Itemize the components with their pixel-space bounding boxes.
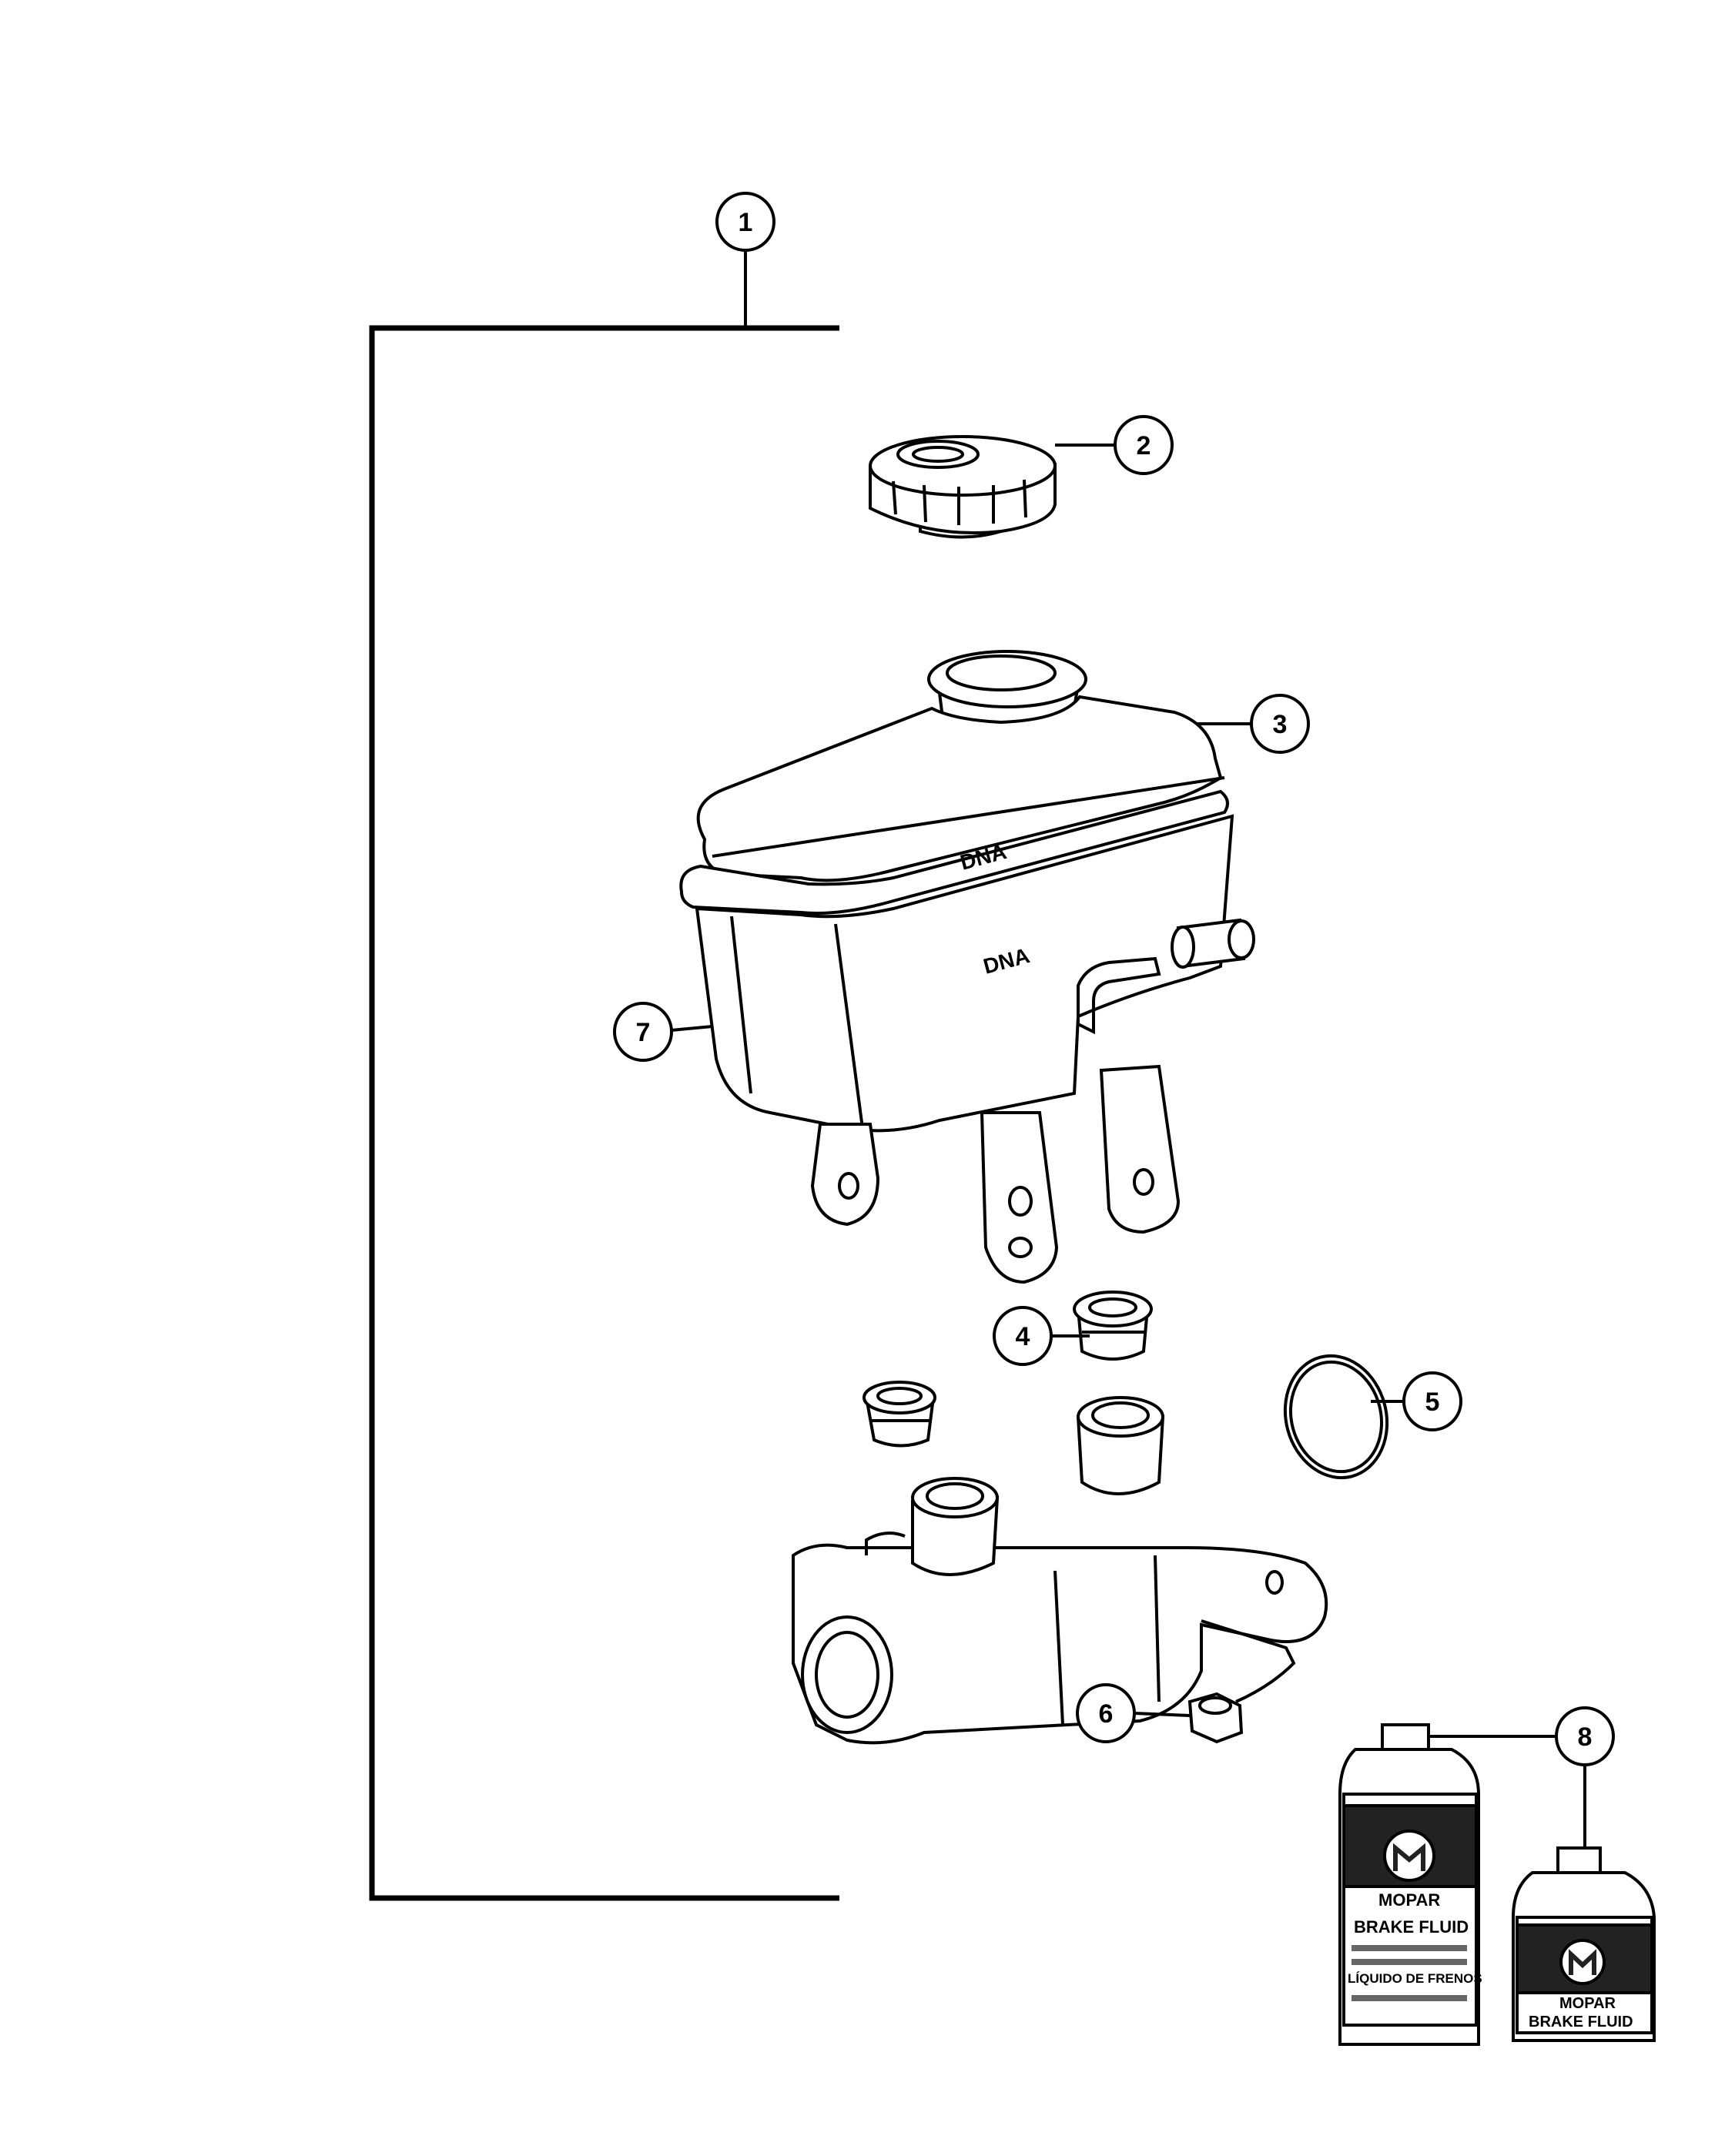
reservoir-grommets	[862, 1291, 1153, 1448]
callout-6: 6	[1076, 1683, 1136, 1743]
callout-8: 8	[1555, 1706, 1615, 1766]
callout-6-number: 6	[1099, 1699, 1114, 1729]
callout-4: 4	[993, 1306, 1053, 1366]
callout-3-number: 3	[1273, 710, 1288, 739]
o-ring	[1283, 1354, 1389, 1480]
callout-1-number: 1	[739, 208, 753, 237]
mounting-nut	[1187, 1619, 1296, 1744]
callout-5: 5	[1402, 1371, 1462, 1431]
brake-fluid-reservoir	[679, 650, 1255, 1284]
callout-8-number: 8	[1578, 1722, 1593, 1752]
callout-4-number: 4	[1016, 1322, 1030, 1351]
brake-fluid-bottle-large	[1338, 1723, 1480, 2046]
small-bottle-brand: MOPAR	[1559, 1995, 1616, 2012]
callout-7: 7	[613, 1002, 673, 1062]
assembly-bracket	[369, 325, 839, 1901]
brake-fluid-bottle-small	[1512, 1846, 1656, 2042]
callout-2-number: 2	[1137, 431, 1151, 460]
reservoir-cap	[869, 435, 1057, 539]
large-bottle-label-1: BRAKE FLUID	[1354, 1917, 1469, 1937]
callout-3: 3	[1250, 694, 1310, 754]
large-bottle-brand: MOPAR	[1378, 1890, 1440, 1910]
callout-2: 2	[1114, 415, 1174, 475]
callout-7-leader	[671, 1025, 713, 1032]
callout-7-number: 7	[636, 1018, 651, 1047]
small-bottle-label-1: BRAKE FLUID	[1529, 2014, 1633, 2030]
callout-6-leader	[1134, 1712, 1191, 1717]
master-cylinder-body	[792, 1396, 1328, 1745]
callout-1: 1	[715, 192, 775, 252]
callout-5-number: 5	[1425, 1388, 1440, 1417]
large-bottle-label-2: LÍQUIDO DE FRENOS	[1348, 1971, 1482, 1986]
